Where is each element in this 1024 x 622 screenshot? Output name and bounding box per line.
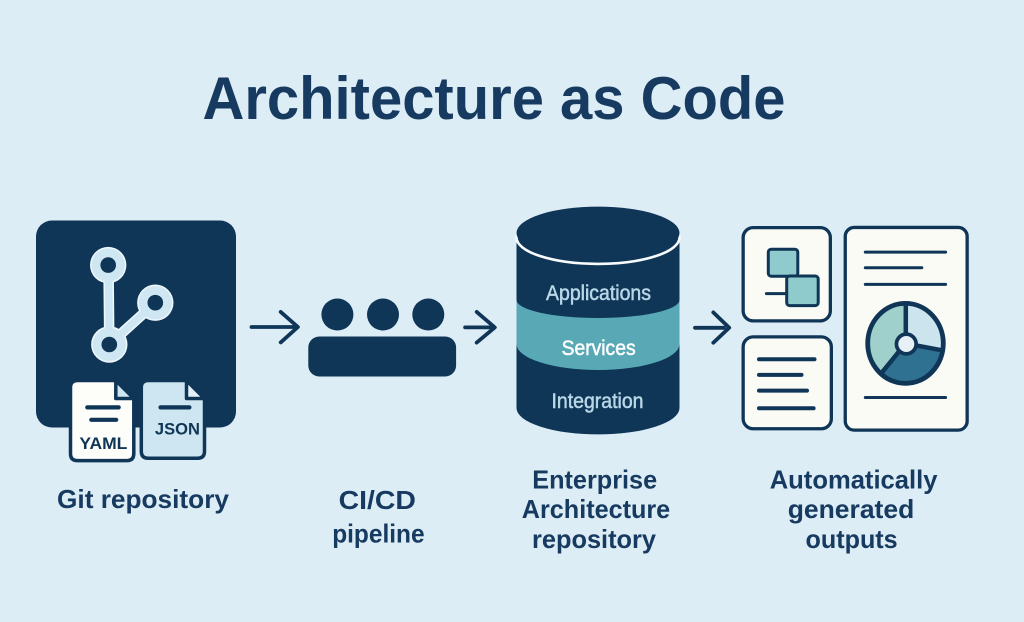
svg-text:Applications: Applications bbox=[546, 282, 651, 305]
svg-text:Enterprise: Enterprise bbox=[532, 464, 657, 494]
svg-text:YAML: YAML bbox=[79, 434, 127, 453]
svg-text:repository: repository bbox=[532, 524, 657, 554]
svg-text:Architecture as Code: Architecture as Code bbox=[203, 65, 786, 132]
svg-text:generated: generated bbox=[788, 494, 915, 524]
svg-text:Automatically: Automatically bbox=[770, 464, 938, 494]
svg-text:CI/CD: CI/CD bbox=[339, 485, 416, 515]
svg-text:Integration: Integration bbox=[552, 390, 644, 413]
svg-text:outputs: outputs bbox=[806, 524, 898, 554]
svg-text:pipeline: pipeline bbox=[332, 518, 424, 548]
svg-text:Git repository: Git repository bbox=[57, 484, 230, 514]
svg-text:Services: Services bbox=[562, 337, 636, 360]
svg-text:JSON: JSON bbox=[155, 419, 200, 438]
svg-text:Architecture: Architecture bbox=[522, 494, 670, 524]
